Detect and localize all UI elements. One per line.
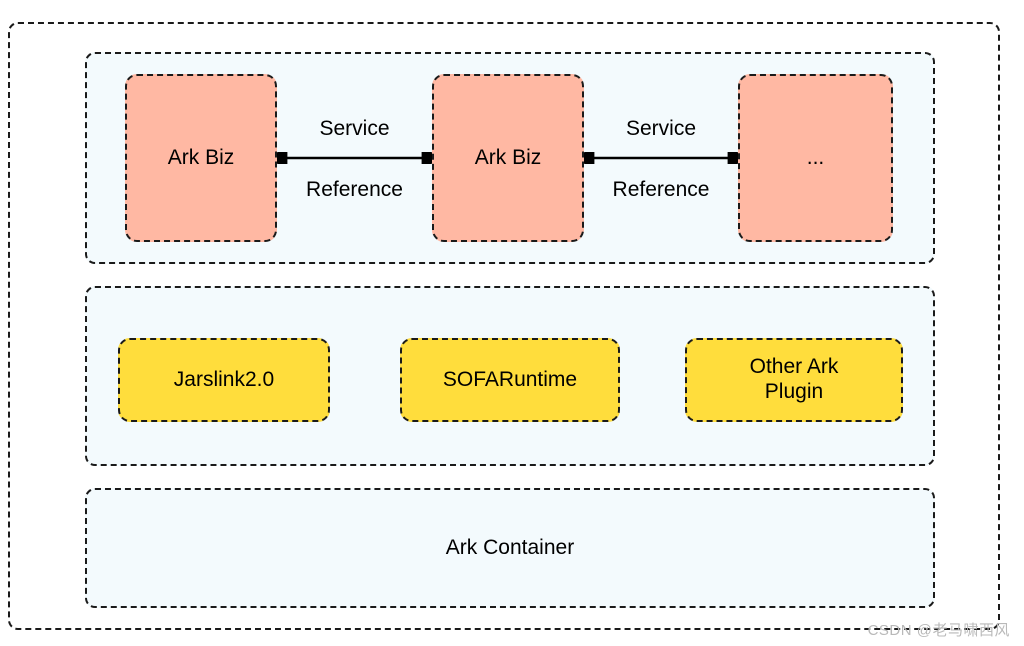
- connector-1-label-bottom: Reference: [306, 178, 403, 201]
- ark-plugin-node-jarslink[interactable]: Jarslink2.0: [118, 338, 330, 422]
- connector-1-label-top: Service: [319, 117, 390, 140]
- connector-2-label-bottom: Reference: [612, 178, 710, 201]
- connector-2-label-top: Service: [625, 117, 697, 140]
- connector-1-double-arrow: [277, 152, 432, 164]
- ark-plugin-node-sofaruntime[interactable]: SOFARuntime: [400, 338, 620, 422]
- service-reference-connector-2: Service Reference: [584, 74, 738, 242]
- ark-biz-node-3-ellipsis[interactable]: ...: [738, 74, 893, 242]
- connector-2-double-arrow: [584, 152, 738, 164]
- ark-biz-node-2[interactable]: Ark Biz: [432, 74, 584, 242]
- ark-biz-node-1[interactable]: Ark Biz: [125, 74, 277, 242]
- service-reference-connector-1: Service Reference: [277, 74, 432, 242]
- ark-container-layer-band: [85, 488, 935, 608]
- ark-plugin-node-other[interactable]: Other Ark Plugin: [685, 338, 903, 422]
- ark-container-label: Ark Container: [445, 536, 575, 559]
- csdn-watermark: CSDN @老马啸西风: [867, 622, 1010, 639]
